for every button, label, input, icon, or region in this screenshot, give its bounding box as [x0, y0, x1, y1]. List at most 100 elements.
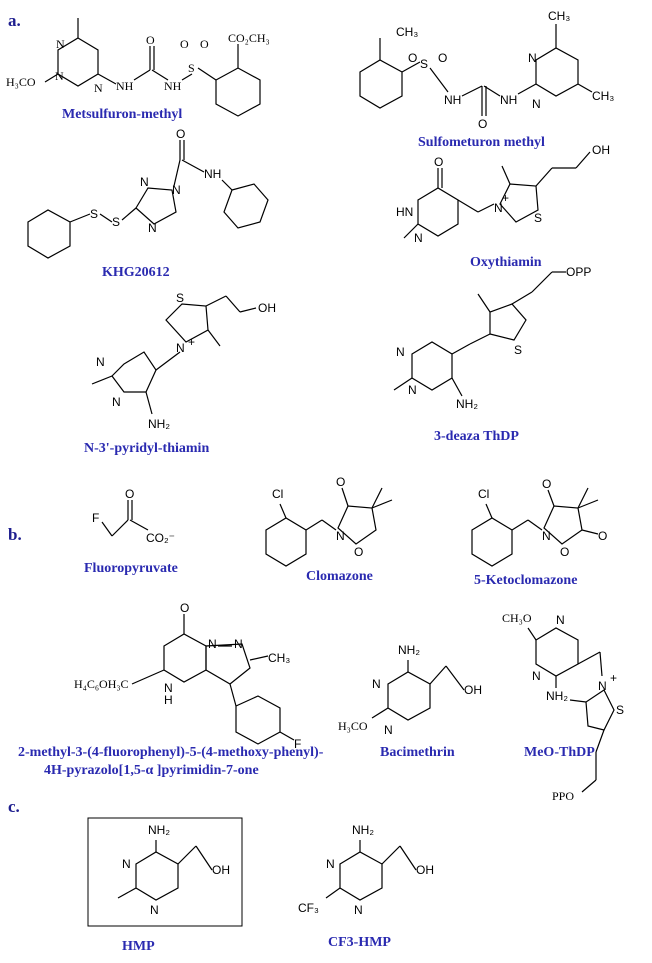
svg-text:N: N	[542, 529, 551, 543]
svg-text:N: N	[532, 97, 541, 111]
section-c-label: c.	[8, 797, 20, 816]
svg-text:OH: OH	[258, 301, 276, 315]
svg-text:O: O	[560, 545, 569, 559]
svg-text:N: N	[354, 903, 363, 917]
svg-text:NH₂: NH₂	[546, 689, 568, 703]
svg-text:N: N	[372, 677, 381, 691]
clomazone-label: Clomazone	[306, 569, 373, 584]
svg-text:CH₃: CH₃	[268, 651, 290, 665]
svg-text:N: N	[408, 383, 417, 397]
khg20612-structure: S S N N N O NH	[27, 127, 269, 259]
svg-text:NH₂: NH₂	[148, 823, 170, 837]
svg-text:N: N	[598, 679, 607, 693]
svg-text:+: +	[188, 335, 195, 349]
svg-text:NH₂: NH₂	[148, 417, 170, 431]
hmp-box	[87, 817, 243, 927]
svg-text:O: O	[438, 51, 447, 65]
svg-text:Cl: Cl	[478, 487, 489, 501]
svg-text:CH₃O: CH₃O	[502, 611, 532, 625]
clomazone-structure: Cl N O O	[265, 475, 393, 567]
svg-text:H: H	[164, 693, 173, 707]
svg-text:H₃CO: H₃CO	[6, 75, 36, 89]
svg-text:O: O	[180, 37, 189, 51]
svg-text:S: S	[616, 703, 624, 717]
svg-text:O: O	[478, 117, 487, 131]
svg-text:N: N	[208, 637, 217, 651]
fluoropyruvate-label: Fluoropyruvate	[84, 561, 178, 576]
svg-text:S: S	[188, 61, 195, 75]
svg-text:NH₂: NH₂	[398, 643, 420, 657]
cf3-hmp-label: CF3-HMP	[328, 935, 391, 950]
svg-text:Cl: Cl	[272, 487, 283, 501]
svg-text:O: O	[146, 33, 155, 47]
svg-text:CF₃: CF₃	[298, 901, 319, 915]
svg-text:N: N	[56, 37, 65, 51]
svg-text:N: N	[556, 613, 565, 627]
oxythiamin-label: Oxythiamin	[470, 255, 542, 270]
svg-text:OH: OH	[592, 143, 610, 157]
svg-text:N: N	[414, 231, 423, 245]
svg-text:HN: HN	[396, 205, 413, 219]
pyrazolo-structure: O N N CH₃ N H H₄C₆OH₃C F	[74, 601, 301, 751]
svg-text:O: O	[200, 37, 209, 51]
svg-text:O: O	[176, 127, 185, 141]
svg-text:N: N	[172, 183, 181, 197]
svg-text:N: N	[336, 529, 345, 543]
svg-text:O: O	[408, 51, 417, 65]
svg-text:NH: NH	[500, 93, 517, 107]
svg-text:N: N	[164, 681, 173, 695]
svg-text:NH: NH	[204, 167, 221, 181]
bacimethrin-structure: NH₂ N N H₃CO OH	[338, 643, 482, 737]
svg-text:OH: OH	[416, 863, 434, 877]
svg-text:N: N	[150, 903, 159, 917]
svg-text:CO₂⁻: CO₂⁻	[146, 531, 175, 545]
svg-text:N: N	[96, 355, 105, 369]
oxythiamin-structure: O HN N N + S OH	[396, 143, 610, 245]
metsulfuron-label: Metsulfuron-methyl	[62, 107, 182, 122]
svg-text:CO₂CH₃: CO₂CH₃	[228, 31, 270, 45]
svg-text:N: N	[176, 341, 185, 355]
svg-text:H₃CO: H₃CO	[338, 719, 368, 733]
section-b-label: b.	[8, 525, 22, 544]
svg-text:S: S	[90, 207, 98, 221]
fluoropyruvate-structure: F O CO₂⁻	[92, 487, 175, 545]
svg-text:N: N	[396, 345, 405, 359]
svg-text:S: S	[514, 343, 522, 357]
svg-text:N: N	[528, 51, 537, 65]
svg-text:S: S	[176, 291, 184, 305]
metsulfuron-structure: N N N H₃CO NH O NH S O O CO₂CH₃	[6, 18, 270, 117]
svg-text:+: +	[610, 671, 617, 685]
khg20612-label: KHG20612	[102, 265, 170, 280]
svg-text:S: S	[534, 211, 542, 225]
deaza-thdp-label: 3-deaza ThDP	[434, 429, 519, 444]
svg-text:O: O	[336, 475, 345, 489]
svg-text:OPP: OPP	[566, 265, 591, 279]
svg-text:N: N	[55, 69, 64, 83]
svg-text:N: N	[122, 857, 131, 871]
cf3-hmp-structure: NH₂ N N CF₃ OH	[298, 823, 434, 917]
svg-text:S: S	[420, 57, 428, 71]
n3-pyridyl-thiamin-structure: S N + OH N N NH₂	[91, 291, 276, 431]
svg-text:H₄C₆OH₃C: H₄C₆OH₃C	[74, 677, 129, 691]
svg-text:N: N	[94, 81, 103, 95]
meo-thdp-structure: CH₃O N N NH₂ N + S PPO	[502, 611, 624, 803]
svg-text:CH₃: CH₃	[592, 89, 614, 103]
hmp-label: HMP	[122, 939, 155, 954]
section-a-label: a.	[8, 11, 21, 30]
svg-text:O: O	[542, 477, 551, 491]
deaza-thdp-structure: N N NH₂ S OPP	[393, 265, 591, 411]
svg-text:CH₃: CH₃	[396, 25, 418, 39]
svg-text:NH: NH	[444, 93, 461, 107]
pyrazolo-label-line2: 4H-pyrazolo[1,5-α ]pyrimidin-7-one	[44, 763, 259, 778]
svg-text:N: N	[112, 395, 121, 409]
svg-text:O: O	[354, 545, 363, 559]
svg-text:O: O	[598, 529, 607, 543]
svg-text:O: O	[125, 487, 134, 501]
hmp-structure: NH₂ N N OH	[117, 823, 230, 917]
svg-text:O: O	[180, 601, 189, 615]
ketoclomazone-label: 5-Ketoclomazone	[474, 573, 577, 588]
svg-text:+: +	[502, 191, 509, 205]
svg-text:OH: OH	[212, 863, 230, 877]
svg-text:NH: NH	[164, 79, 182, 93]
